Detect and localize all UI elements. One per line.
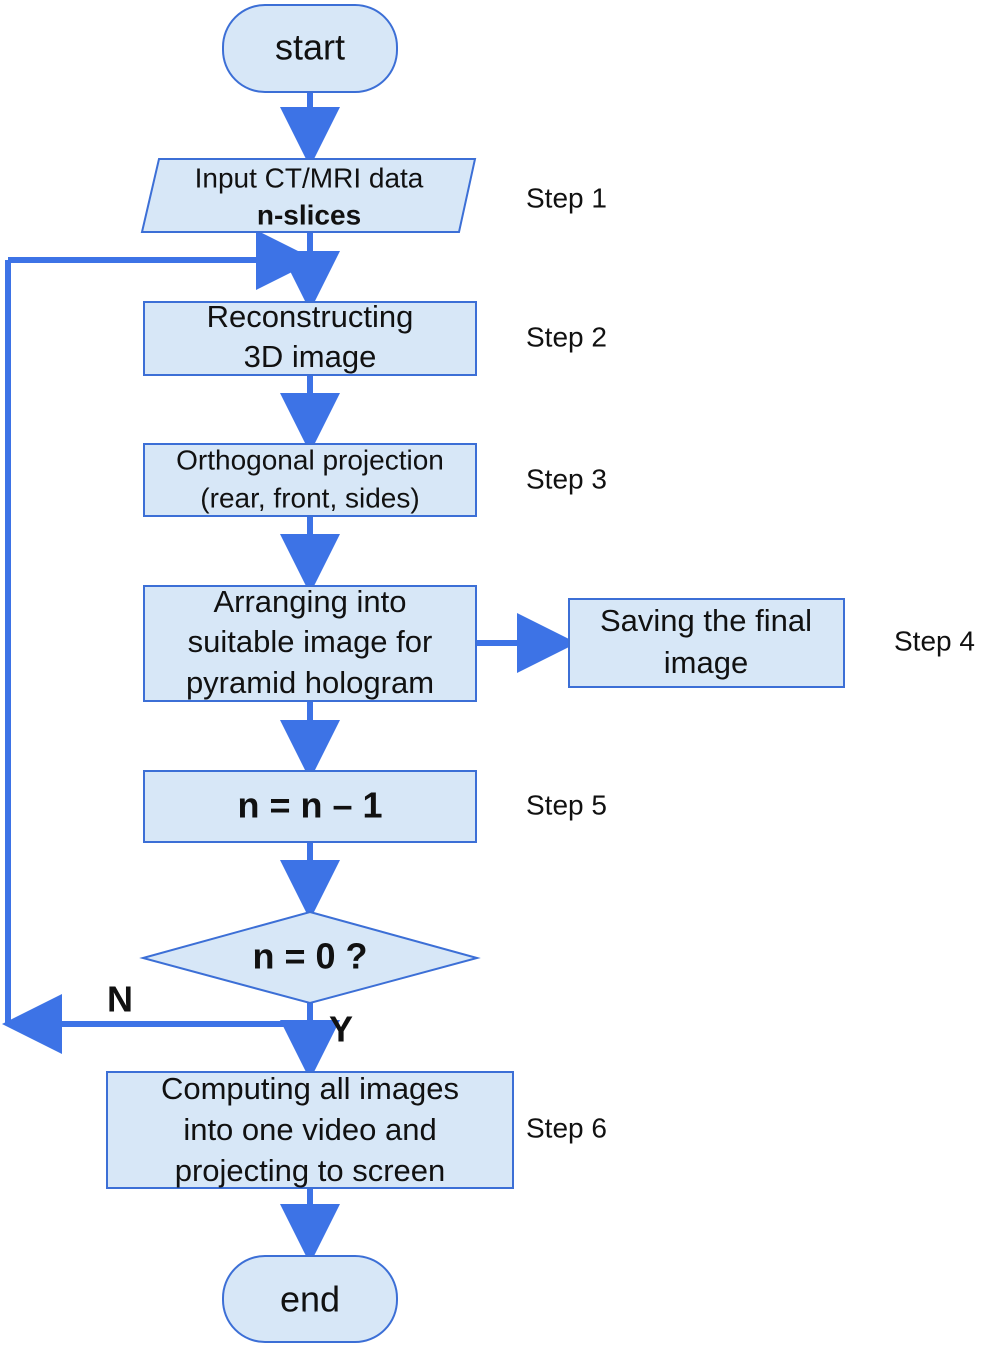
decrement-label: n = n – 1: [237, 785, 382, 826]
input-line1: Input CT/MRI data: [195, 162, 424, 193]
start-label: start: [275, 27, 345, 68]
decision-node: [139, 910, 481, 1005]
step-3-label: Step 3: [526, 463, 607, 494]
start-node: [222, 4, 398, 93]
reconstruct-line1: Reconstructing: [207, 299, 414, 334]
decision-label: n = 0 ?: [252, 936, 367, 977]
compute-line3: projecting to screen: [175, 1153, 446, 1188]
arrange-line2: suitable image for: [188, 624, 433, 659]
branch-no-label: N: [107, 979, 133, 1020]
input-node: [140, 158, 477, 233]
step-6-label: Step 6: [526, 1112, 607, 1143]
reconstruct-node: [143, 301, 477, 376]
saving-line2: image: [664, 645, 748, 680]
saving-node: [568, 598, 845, 688]
projection-node: [143, 443, 477, 517]
step-2-label: Step 2: [526, 321, 607, 352]
compute-line2: into one video and: [183, 1112, 436, 1147]
end-node: [222, 1255, 398, 1343]
compute-node: [106, 1071, 514, 1189]
input-line2: n-slices: [257, 199, 361, 230]
step-4-label: Step 4: [894, 625, 975, 656]
decrement-node: [143, 770, 477, 843]
saving-line1: Saving the final: [600, 603, 812, 638]
branch-yes-label: Y: [329, 1009, 353, 1050]
step-5-label: Step 5: [526, 789, 607, 820]
projection-line2: (rear, front, sides): [200, 482, 419, 513]
reconstruct-line2: 3D image: [244, 339, 377, 374]
arrange-node: [143, 585, 477, 702]
end-label: end: [280, 1279, 340, 1320]
step-1-label: Step 1: [526, 182, 607, 213]
arrange-line3: pyramid hologram: [186, 665, 434, 700]
arrange-line1: Arranging into: [213, 584, 406, 619]
projection-line1: Orthogonal projection: [176, 444, 444, 475]
compute-line1: Computing all images: [161, 1071, 459, 1106]
